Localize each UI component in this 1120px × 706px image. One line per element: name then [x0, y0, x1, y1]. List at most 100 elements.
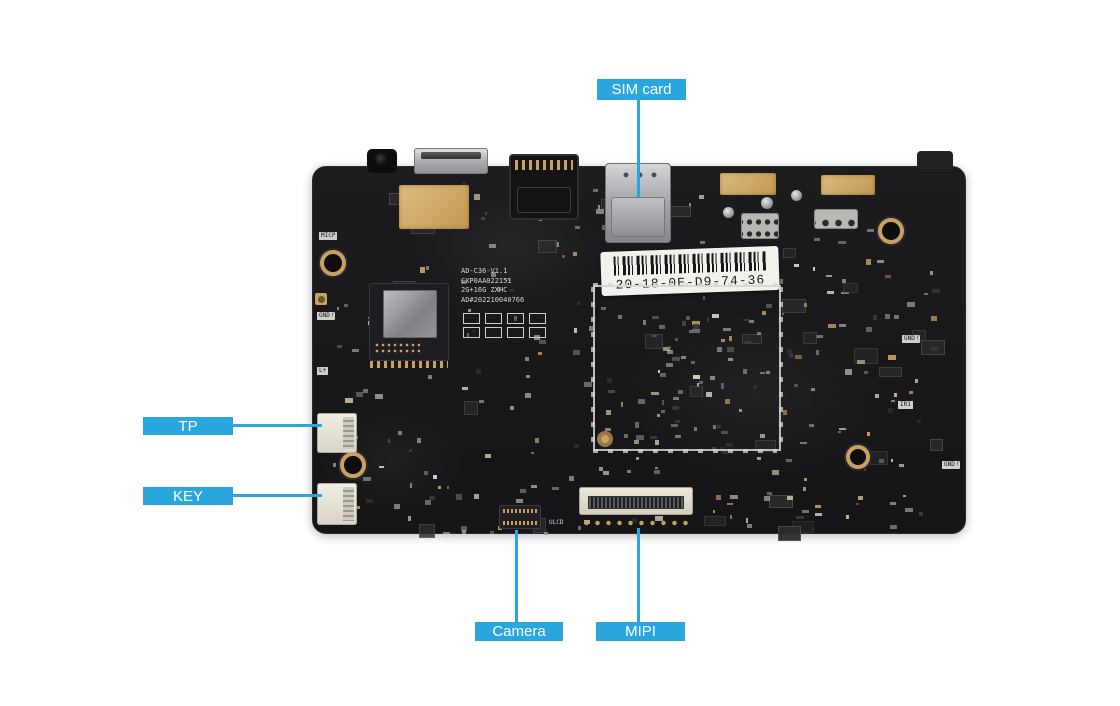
smd-speck	[652, 316, 659, 320]
mipi-pin-slot	[589, 497, 683, 508]
smd-speck	[644, 334, 663, 349]
smd-speck	[362, 476, 371, 482]
smd-speck	[375, 394, 383, 400]
smd-speck	[671, 424, 679, 428]
smd-speck	[828, 324, 836, 329]
smd-speck	[779, 278, 783, 285]
mounting-hole	[878, 218, 904, 244]
smd-speck	[472, 330, 475, 333]
smd-speck	[665, 362, 673, 367]
smd-speck	[577, 525, 582, 530]
emi-shield-frame	[591, 283, 783, 453]
smd-speck	[345, 398, 354, 404]
smd-speck	[693, 323, 699, 330]
smd-speck	[655, 440, 660, 445]
smd-speck	[782, 299, 807, 314]
smd-speck	[688, 329, 693, 334]
smd-speck	[787, 349, 792, 354]
callout-line-tp	[233, 424, 322, 427]
smd-speck	[699, 194, 704, 199]
smd-speck	[662, 347, 670, 352]
smd-speck	[702, 295, 705, 300]
smd-speck	[362, 389, 369, 394]
smd-speck	[878, 366, 902, 378]
smd-speck	[863, 371, 868, 374]
smd-speck	[674, 434, 681, 438]
callout-text-sim-card: SIM card	[611, 81, 672, 98]
terminal-block	[814, 209, 858, 229]
smd-speck	[475, 369, 481, 375]
smd-speck	[437, 486, 442, 490]
smd-speck	[626, 470, 632, 474]
smd-speck	[429, 495, 435, 500]
smd-speck	[653, 470, 660, 475]
smd-speck	[479, 400, 485, 403]
smd-speck	[929, 270, 934, 276]
smd-speck	[543, 531, 548, 535]
smd-speck	[713, 424, 716, 429]
smd-speck	[763, 496, 771, 501]
smd-speck	[726, 502, 733, 506]
smd-speck	[761, 310, 767, 315]
smd-speck	[681, 356, 687, 359]
mounting-hole	[340, 452, 366, 478]
smd-speck	[857, 360, 865, 364]
smd-speck	[759, 433, 766, 439]
smd-speck	[919, 512, 923, 517]
smd-speck	[838, 323, 846, 328]
smd-speck	[843, 283, 859, 293]
smd-speck	[872, 315, 878, 320]
sd-card-slot	[509, 154, 579, 220]
smd-speck	[638, 399, 646, 404]
callout-label-tp: TP	[143, 417, 233, 435]
shield-pads-bottom	[593, 449, 777, 453]
smd-speck	[661, 409, 666, 414]
smd-speck	[924, 292, 929, 295]
smd-speck	[574, 443, 579, 448]
smd-speck	[651, 392, 659, 395]
smd-speck	[814, 505, 821, 509]
smd-speck	[538, 240, 557, 254]
smd-speck	[574, 327, 578, 333]
smd-speck	[496, 286, 501, 291]
shield-via	[597, 431, 613, 447]
smd-speck	[624, 434, 628, 439]
smd-speck	[794, 264, 800, 267]
gold-pad	[399, 185, 469, 229]
smd-speck	[727, 347, 734, 352]
smd-speck	[424, 500, 431, 506]
smd-speck	[596, 209, 605, 215]
smd-speck	[678, 390, 683, 394]
smd-speck	[889, 525, 898, 530]
gold-pad	[720, 173, 776, 195]
smd-speck	[890, 502, 896, 506]
smd-speck	[675, 338, 678, 342]
silkscreen-line: 2G+16G ZXHC	[461, 286, 508, 294]
smd-speck	[604, 428, 612, 432]
smd-speck	[932, 289, 940, 293]
smd-speck	[572, 350, 580, 356]
smd-speck	[757, 457, 762, 460]
smd-speck	[525, 393, 532, 398]
smd-speck	[717, 346, 722, 352]
smd-speck	[724, 399, 730, 405]
callout-label-sim-card: SIM card	[597, 79, 686, 100]
smd-speck	[696, 383, 700, 388]
smd-speck	[907, 301, 915, 307]
smd-speck	[813, 238, 820, 241]
smd-speck	[827, 290, 835, 294]
smd-speck	[650, 436, 657, 439]
edge-label: IR1	[898, 401, 913, 409]
smd-speck	[707, 316, 710, 322]
smd-speck	[659, 324, 666, 330]
smd-speck	[588, 326, 593, 331]
smd-speck	[692, 374, 701, 379]
smd-speck	[489, 243, 497, 249]
smd-speck	[699, 240, 706, 244]
smd-speck	[690, 361, 695, 365]
smd-speck	[466, 332, 470, 337]
smd-speck	[839, 428, 847, 431]
smd-speck	[608, 390, 616, 394]
key-connector	[317, 483, 357, 525]
smd-speck	[783, 410, 788, 415]
